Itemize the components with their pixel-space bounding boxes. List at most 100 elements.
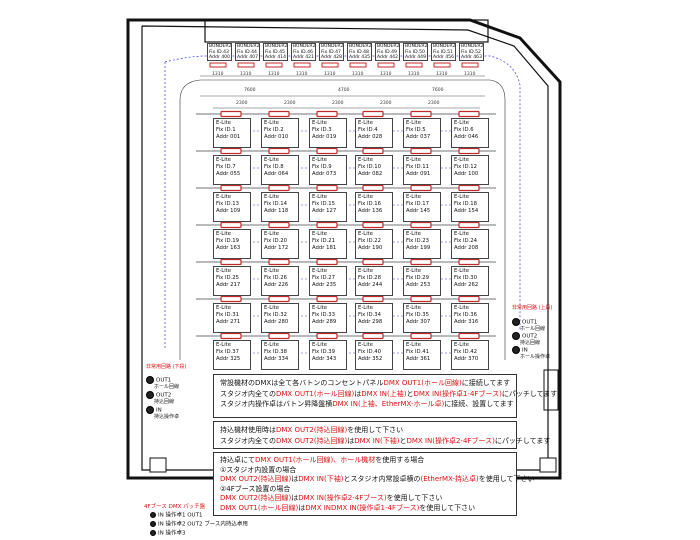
top-truss-mark xyxy=(433,62,451,68)
right-out1[interactable]: OUT1 xyxy=(512,318,537,327)
fixture-type: E-Lite xyxy=(358,342,374,348)
fixture-type: BUNDER2C xyxy=(405,44,428,49)
fixture-truss-mark xyxy=(316,147,338,155)
dim-row2: 2300 xyxy=(236,101,248,106)
fixture-addr: Addr 400 xyxy=(209,55,231,61)
fixture-fix: Fix ID.46 xyxy=(293,49,313,55)
fixture-fix: Fix ID.32 xyxy=(264,312,288,319)
fixture-type: E-Lite xyxy=(312,268,328,274)
right-out1-sub: ホール回線 xyxy=(520,326,546,332)
right-out2[interactable]: OUT2 xyxy=(512,332,537,341)
left-in[interactable]: IN xyxy=(146,406,162,415)
fixture-addr: Addr 082 xyxy=(358,171,383,178)
fixture-truss-mark xyxy=(410,147,432,155)
left-out2[interactable]: OUT2 xyxy=(146,391,171,400)
fixture-fix: Fix ID.51 xyxy=(433,49,453,55)
fixture-fix: Fix ID.12 xyxy=(454,164,478,171)
fixture-addr: Addr 073 xyxy=(312,171,337,178)
fixture-fix: Fix ID.2 xyxy=(264,127,284,134)
fixture-fix: Fix ID.49 xyxy=(377,49,397,55)
left-out1[interactable]: OUT1 xyxy=(146,376,171,385)
fixture-type: E-Lite xyxy=(406,120,422,126)
fixture-type: E-Lite xyxy=(454,194,470,200)
fixture-addr: Addr 190 xyxy=(358,245,383,252)
fixture-fix: Fix ID.37 xyxy=(216,349,240,356)
fixture-truss-mark xyxy=(362,295,384,303)
fixture-fix: Fix ID.40 xyxy=(358,349,382,356)
top-truss-mark xyxy=(265,62,283,68)
fixture-type: E-Lite xyxy=(358,157,374,163)
top-truss-mark xyxy=(377,62,395,68)
fixture-fix: Fix ID.28 xyxy=(358,275,382,282)
fixture-addr: Addr 307 xyxy=(406,319,431,326)
right-in[interactable]: IN xyxy=(512,346,528,355)
dim-top: 1310 xyxy=(380,72,392,77)
dim-row2: 2300 xyxy=(332,101,344,106)
fixture-type: E-Lite xyxy=(264,120,280,126)
fixture-type: E-Lite xyxy=(216,194,232,200)
fixture-fix: Fix ID.31 xyxy=(216,312,240,319)
fixture-truss-mark xyxy=(316,258,338,266)
fixture-type: E-Lite xyxy=(312,120,328,126)
fixture-truss-mark xyxy=(410,110,432,118)
fixture-addr: Addr 361 xyxy=(406,356,431,363)
fixture-type: E-Lite xyxy=(264,342,280,348)
fixture-truss-mark xyxy=(316,332,338,340)
dim-span-right: 7600 xyxy=(432,88,444,93)
note-permanent-dmx: 常設機材のDMXは全て各バトンのコンセントパネルDMX OUT1(ホール回線)に… xyxy=(213,374,557,418)
